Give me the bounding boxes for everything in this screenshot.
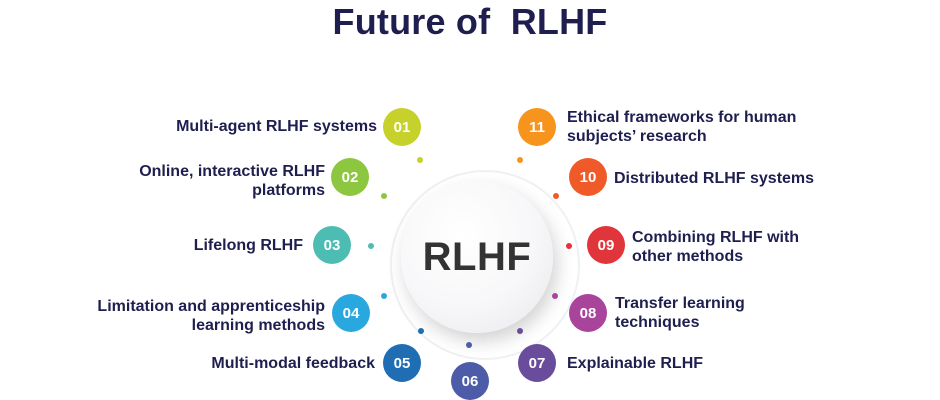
label-09: Combining RLHF with other methods xyxy=(632,229,800,265)
node-04: 04 xyxy=(332,294,370,332)
node-08: 08 xyxy=(569,294,607,332)
node-09: 09 xyxy=(587,226,625,264)
connector-dot-01 xyxy=(417,157,423,163)
node-01: 01 xyxy=(383,108,421,146)
node-07: 07 xyxy=(518,344,556,382)
node-03: 03 xyxy=(313,226,351,264)
connector-dot-11 xyxy=(517,157,523,163)
node-11: 11 xyxy=(518,108,556,146)
connector-dot-04 xyxy=(381,293,387,299)
label-08: Transfer learning techniques xyxy=(615,295,745,331)
connector-dot-05 xyxy=(418,328,424,334)
label-02: Online, interactive RLHF platforms xyxy=(139,163,325,199)
label-05: Multi-modal feedback xyxy=(211,355,375,372)
label-07: Explainable RLHF xyxy=(567,355,704,372)
node-10: 10 xyxy=(569,158,607,196)
connector-dot-02 xyxy=(381,193,387,199)
connector-dot-08 xyxy=(552,293,558,299)
node-02: 02 xyxy=(331,158,369,196)
node-05: 05 xyxy=(383,344,421,382)
label-11: Ethical frameworks for human subjects’ r… xyxy=(567,109,797,145)
label-04: Limitation and apprenticeship learning m… xyxy=(97,298,325,334)
connector-dot-07 xyxy=(517,328,523,334)
center-label: RLHF xyxy=(422,234,532,279)
node-06: 06 xyxy=(451,362,489,400)
connector-dot-06 xyxy=(466,342,472,348)
connector-dot-09 xyxy=(566,243,572,249)
label-01: Multi-agent RLHF systems xyxy=(176,118,377,135)
connector-dot-03 xyxy=(368,243,374,249)
center-circle xyxy=(401,181,553,333)
label-10: Distributed RLHF systems xyxy=(614,170,815,187)
label-03: Lifelong RLHF xyxy=(193,237,303,254)
orbit-ring xyxy=(390,170,580,360)
page-title: Future of RLHF xyxy=(332,1,608,42)
connector-dot-10 xyxy=(553,193,559,199)
